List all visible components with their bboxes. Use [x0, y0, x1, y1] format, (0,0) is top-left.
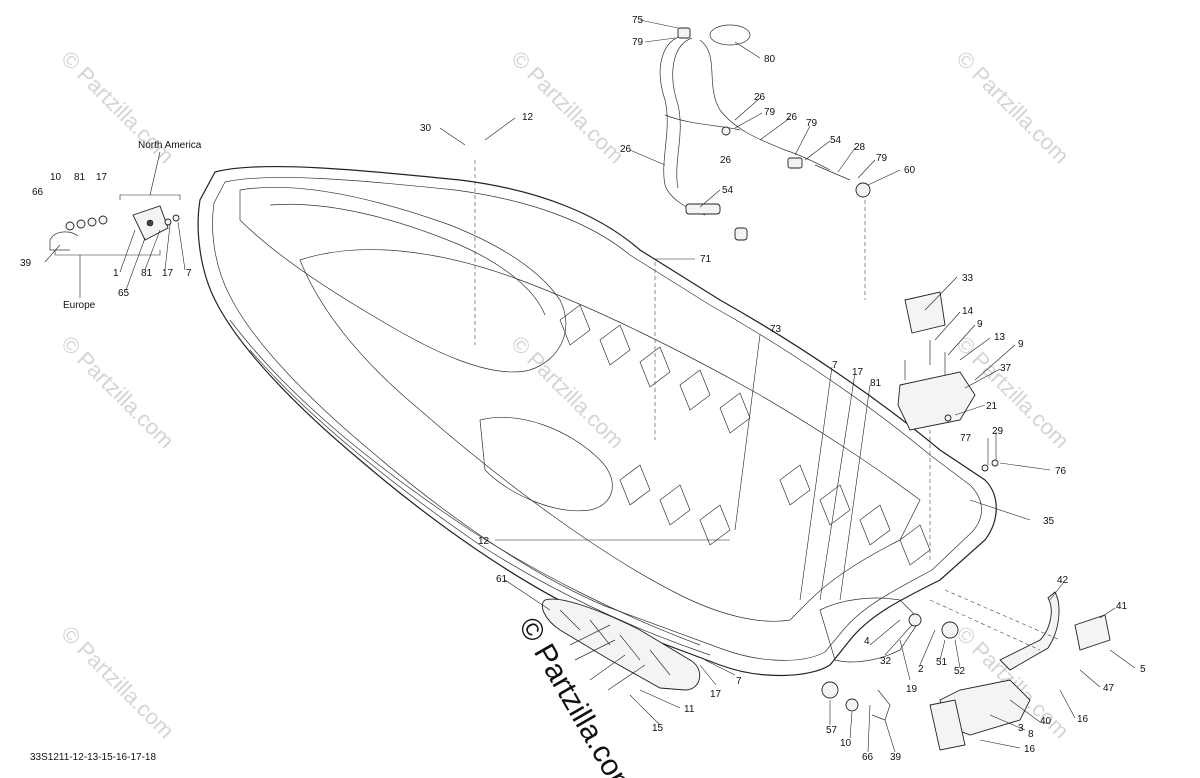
callout-81: 81 [141, 268, 153, 279]
callout-73: 73 [770, 324, 782, 335]
callout-39: 39 [20, 258, 32, 269]
callout-47: 47 [1103, 683, 1115, 694]
callout-5: 5 [1140, 664, 1146, 675]
callout-54: 54 [722, 185, 734, 196]
callout-66: 66 [862, 752, 874, 763]
callout-8: 8 [1028, 729, 1034, 740]
callout-42: 42 [1057, 575, 1069, 586]
callout-17: 17 [852, 367, 864, 378]
callout-11: 11 [684, 704, 695, 715]
callout-1: 1 [113, 268, 119, 279]
callout-14: 14 [962, 306, 974, 317]
callout-26: 26 [786, 112, 798, 123]
callout-19: 19 [906, 684, 918, 695]
callout-16: 16 [1024, 744, 1036, 755]
label-europe: Europe [63, 300, 96, 311]
callout-77: 77 [960, 433, 972, 444]
callout-39: 39 [890, 752, 902, 763]
callout-10: 10 [840, 738, 852, 749]
callout-2: 2 [918, 664, 924, 675]
callout-81: 81 [74, 172, 86, 183]
callout-54: 54 [830, 135, 842, 146]
callout-51: 51 [936, 657, 948, 668]
callout-26: 26 [754, 92, 766, 103]
callout-21: 21 [986, 401, 998, 412]
callout-3: 3 [1018, 723, 1024, 734]
rear-components [821, 591, 1111, 751]
callout-79: 79 [632, 37, 644, 48]
callout-61: 61 [496, 574, 508, 585]
callouts: 75 79 80 26 79 26 79 26 54 26 28 79 60 5… [20, 15, 1146, 763]
watermark-mid-left: © Partzilla.com [56, 331, 179, 454]
watermark-bottom-left: © Partzilla.com [56, 621, 179, 744]
callout-16: 16 [1077, 714, 1089, 725]
label-north-america: North America [138, 140, 202, 151]
callout-29: 29 [992, 426, 1004, 437]
leader-lines [44, 19, 1136, 753]
callout-65: 65 [118, 288, 130, 299]
callout-7: 7 [832, 360, 838, 371]
callout-10: 10 [50, 172, 62, 183]
callout-17: 17 [96, 172, 108, 183]
bottom-trim [541, 598, 700, 691]
callout-75: 75 [632, 15, 644, 26]
callout-66: 66 [32, 187, 44, 198]
callout-12: 12 [522, 112, 534, 123]
callout-32: 32 [880, 656, 892, 667]
callout-40: 40 [1040, 716, 1052, 727]
callout-37: 37 [1000, 363, 1012, 374]
callout-17: 17 [162, 268, 174, 279]
callout-28: 28 [854, 142, 866, 153]
callout-60: 60 [904, 165, 916, 176]
callout-80: 80 [764, 54, 776, 65]
callout-12: 12 [478, 536, 490, 547]
vent-hose-assembly [659, 24, 871, 241]
callout-57: 57 [826, 725, 838, 736]
callout-71: 71 [700, 254, 712, 265]
callout-79: 79 [764, 107, 776, 118]
callout-76: 76 [1055, 466, 1067, 477]
callout-7: 7 [736, 676, 742, 687]
callout-79: 79 [876, 153, 888, 164]
callout-4: 4 [864, 636, 870, 647]
watermark-mid-center: © Partzilla.com [506, 331, 629, 454]
callout-7: 7 [186, 268, 192, 279]
callout-26: 26 [720, 155, 732, 166]
watermark-top-center: © Partzilla.com [506, 46, 629, 169]
callout-30: 30 [420, 123, 432, 134]
callout-15: 15 [652, 723, 664, 734]
callout-33: 33 [962, 273, 974, 284]
callout-79: 79 [806, 118, 818, 129]
hull-body [197, 165, 997, 677]
right-components [897, 291, 999, 472]
callout-17: 17 [710, 689, 722, 700]
callout-35: 35 [1043, 516, 1055, 527]
callout-13: 13 [994, 332, 1006, 343]
callout-41: 41 [1116, 601, 1128, 612]
callout-52: 52 [954, 666, 966, 677]
watermark-top-right: © Partzilla.com [951, 46, 1074, 169]
callout-81: 81 [870, 378, 882, 389]
assembly-dashes [474, 160, 1061, 651]
diagram-reference-code: 33S1211-12-13-15-16-17-18 [30, 752, 156, 763]
callout-9: 9 [977, 319, 983, 330]
callout-26: 26 [620, 144, 632, 155]
callout-9: 9 [1018, 339, 1024, 350]
left-fittings [49, 194, 181, 256]
